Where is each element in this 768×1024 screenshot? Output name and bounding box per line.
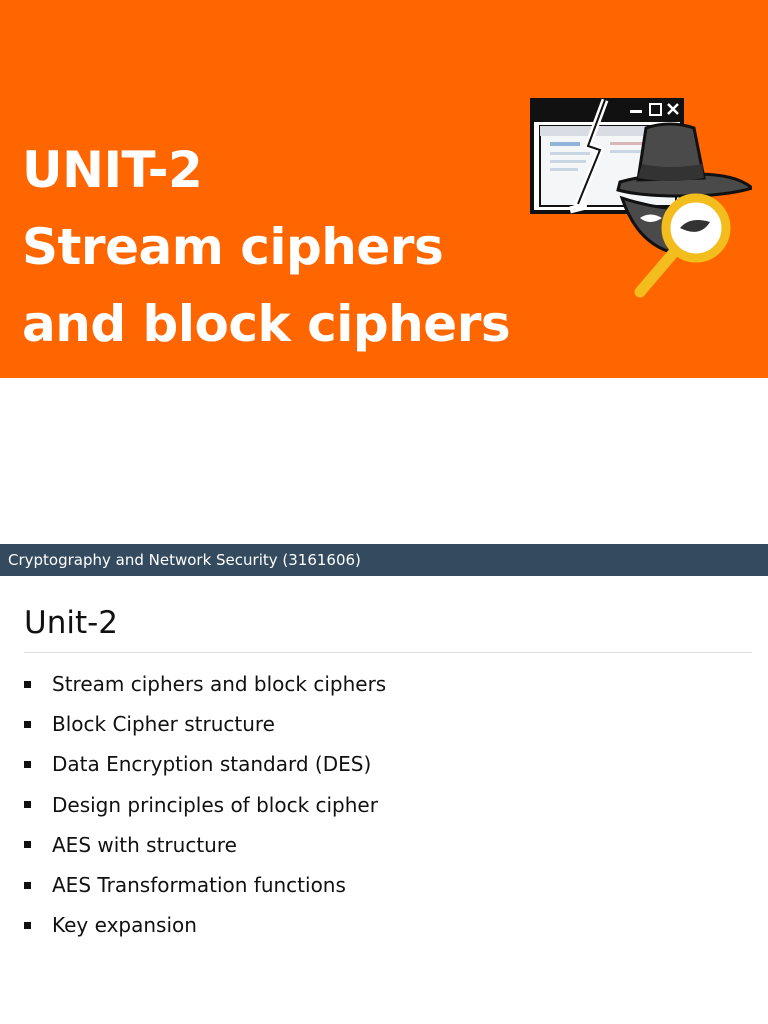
list-item-text: AES Transformation functions — [52, 873, 346, 898]
bullet-icon — [24, 720, 31, 728]
spy-magnifier-icon — [530, 98, 752, 298]
bullet-icon — [24, 760, 31, 768]
title-line-3: and block ciphers — [22, 295, 511, 353]
list-item: AES with structure — [24, 825, 386, 865]
bullet-icon — [24, 841, 31, 849]
course-footer-bar: Cryptography and Network Security (31616… — [0, 544, 768, 576]
list-item: Key expansion — [24, 905, 386, 945]
list-item: Data Encryption standard (DES) — [24, 744, 386, 784]
list-item: Design principles of block cipher — [24, 785, 386, 825]
heading-divider — [24, 652, 752, 653]
bullet-icon — [24, 801, 31, 809]
slide-heading: Unit-2 — [24, 605, 119, 641]
slide-title: UNIT-2 Stream ciphers and block ciphers — [22, 132, 511, 363]
bullet-icon — [24, 921, 31, 929]
list-item-text: Design principles of block cipher — [52, 792, 378, 817]
list-item: Block Cipher structure — [24, 704, 386, 744]
list-item: Stream ciphers and block ciphers — [24, 664, 386, 704]
bullet-icon — [24, 680, 31, 688]
bullet-icon — [24, 881, 31, 889]
list-item-text: Key expansion — [52, 913, 197, 938]
title-line-2: Stream ciphers — [22, 218, 444, 276]
list-item: AES Transformation functions — [24, 865, 386, 905]
topic-list: Stream ciphers and block ciphers Block C… — [24, 664, 386, 945]
title-slide: UNIT-2 Stream ciphers and block ciphers — [0, 0, 768, 378]
list-item-text: AES with structure — [52, 832, 237, 857]
list-item-text: Stream ciphers and block ciphers — [52, 672, 387, 697]
title-line-1: UNIT-2 — [22, 141, 203, 199]
list-item-text: Block Cipher structure — [52, 712, 275, 737]
list-item-text: Data Encryption standard (DES) — [52, 752, 372, 777]
